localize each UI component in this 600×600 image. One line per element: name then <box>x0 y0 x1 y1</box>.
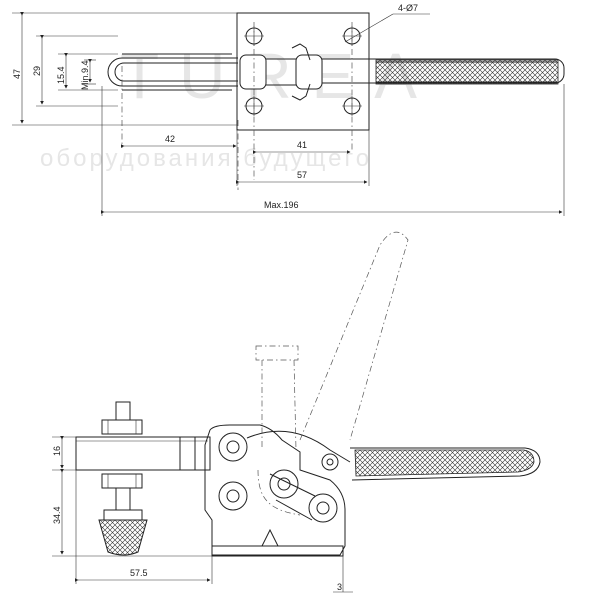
nut-top <box>101 419 143 435</box>
dim-47: 47 <box>12 69 22 79</box>
pivot-block <box>239 54 267 90</box>
pivot-pin <box>218 481 248 511</box>
dim-max-196: Max.196 <box>264 200 299 210</box>
dim-3: 3 <box>337 582 342 592</box>
dim-16: 16 <box>52 446 62 456</box>
nut-lower <box>103 509 143 521</box>
screw-top <box>115 401 131 421</box>
handle-grip <box>375 59 559 85</box>
dim-15-4: 15.4 <box>56 66 66 84</box>
base-plate <box>236 12 370 131</box>
dim-34-4: 34.4 <box>52 506 62 524</box>
handle-open-position <box>299 231 409 441</box>
pivot-block <box>295 54 323 90</box>
pivot-pin <box>269 469 299 499</box>
dim-57-5: 57.5 <box>130 568 148 578</box>
side-view: 16 34.4 57.5 3 <box>52 231 541 593</box>
pivot-pin <box>218 432 248 462</box>
handle-side <box>350 447 541 481</box>
pivot-pin <box>321 453 339 471</box>
rubber-tip <box>98 519 148 556</box>
watermark-slogan: оборудования будущего <box>40 145 372 172</box>
dim-min-9-4: Min.9.4 <box>80 60 90 90</box>
top-view: 4-Ø7 47 29 15.4 Mi <box>12 3 565 216</box>
watermark: TUREA оборудования будущего <box>40 40 437 172</box>
dim-41: 41 <box>297 140 307 150</box>
dim-42: 42 <box>165 134 175 144</box>
clamp-arm <box>75 436 211 471</box>
clamp-body <box>204 424 346 556</box>
watermark-brand: TUREA <box>120 40 437 112</box>
holes-label: 4-Ø7 <box>398 3 418 13</box>
screw-bottom <box>115 487 131 511</box>
dim-57: 57 <box>297 170 307 180</box>
dim-29: 29 <box>32 66 42 76</box>
spindle-bar <box>107 57 238 87</box>
pivot-pin <box>308 493 338 523</box>
